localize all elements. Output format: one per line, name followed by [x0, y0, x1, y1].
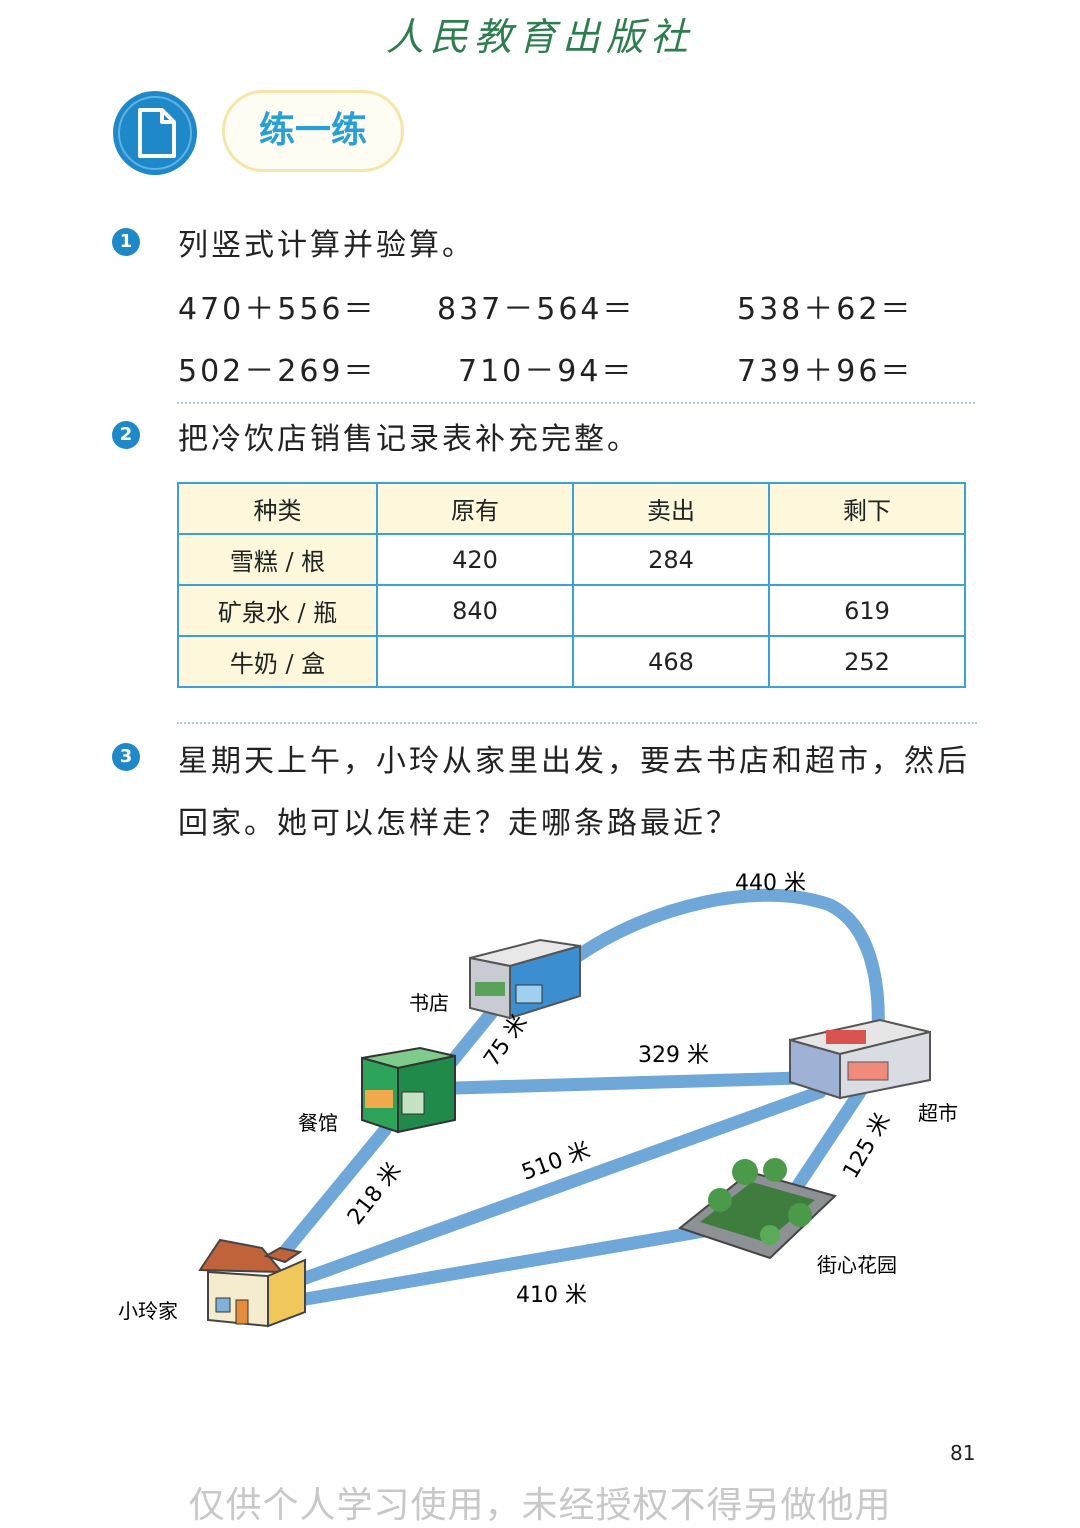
table-cell: 619	[768, 584, 966, 637]
restaurant-icon	[361, 1046, 456, 1134]
road-home-garden	[293, 1223, 717, 1307]
road-restaurant-home	[275, 1123, 392, 1262]
equation-1: 470＋556＝	[178, 292, 377, 327]
distance-restaurant-supermarket: 329 米	[638, 1043, 709, 1068]
garden-icon	[677, 1158, 837, 1260]
header-cell: 剩下	[768, 482, 966, 535]
equation-6: 739＋96＝	[737, 354, 914, 389]
header-cell: 种类	[177, 482, 378, 535]
header-cell: 原有	[376, 482, 574, 535]
table-row: 矿泉水 / 瓶 840 619	[177, 584, 966, 637]
blank-cell	[572, 584, 770, 637]
equation-2: 837－564＝	[437, 292, 636, 327]
home-icon	[198, 1238, 306, 1328]
divider	[177, 722, 977, 724]
bookstore-icon	[469, 938, 581, 1020]
label-garden: 街心花园	[817, 1253, 897, 1277]
road-restaurant-supermarket	[448, 1071, 807, 1095]
question-number-1: 1	[112, 228, 140, 256]
table-row: 牛奶 / 盒 468 252	[177, 635, 966, 688]
blank-cell	[768, 533, 966, 586]
question-3-line-1: 星期天上午，小玲从家里出发，要去书店和超市，然后	[178, 744, 970, 779]
road-bookstore-supermarket	[568, 888, 885, 1037]
sales-table: 种类 原有 卖出 剩下 雪糕 / 根 420 284 矿泉水 / 瓶 840 6…	[177, 482, 966, 688]
table-cell: 420	[376, 533, 574, 586]
road-home-supermarket	[293, 1085, 827, 1287]
distance-bookstore-supermarket: 440 米	[735, 871, 806, 896]
document-icon	[112, 90, 198, 176]
distance-home-garden: 410 米	[516, 1283, 587, 1308]
equation-4: 502－269＝	[178, 354, 377, 389]
header-cell: 卖出	[572, 482, 770, 535]
page-number: 81	[950, 1441, 976, 1465]
table-cell: 252	[768, 635, 966, 688]
category-cell: 雪糕 / 根	[177, 533, 378, 586]
publisher-logo: 人民教育出版社	[385, 15, 694, 59]
blank-cell	[376, 635, 574, 688]
table-row: 雪糕 / 根 420 284	[177, 533, 966, 586]
label-restaurant: 餐馆	[298, 1111, 338, 1135]
question-number-2: 2	[112, 421, 140, 449]
category-cell: 矿泉水 / 瓶	[177, 584, 378, 637]
section-title: 练一练	[222, 90, 404, 172]
table-cell: 840	[376, 584, 574, 637]
divider	[177, 402, 975, 404]
question-3-line-2: 回家。她可以怎样走？走哪条路最近？	[178, 806, 739, 841]
equation-5: 710－94＝	[458, 354, 635, 389]
question-1-text: 列竖式计算并验算。	[178, 228, 475, 263]
label-bookstore: 书店	[409, 991, 449, 1015]
table-cell: 284	[572, 533, 770, 586]
table-header-row: 种类 原有 卖出 剩下	[177, 482, 966, 535]
watermark: 仅供个人学习使用，未经授权不得另做他用	[188, 1485, 892, 1526]
supermarket-icon	[789, 1018, 931, 1100]
question-2-text: 把冷饮店销售记录表补充完整。	[178, 422, 640, 457]
road-garden-supermarket	[788, 1085, 867, 1197]
label-supermarket: 超市	[918, 1101, 958, 1125]
category-cell: 牛奶 / 盒	[177, 635, 378, 688]
question-number-3: 3	[112, 743, 140, 771]
table-cell: 468	[572, 635, 770, 688]
equation-3: 538＋62＝	[737, 292, 914, 327]
label-home: 小玲家	[118, 1299, 178, 1323]
